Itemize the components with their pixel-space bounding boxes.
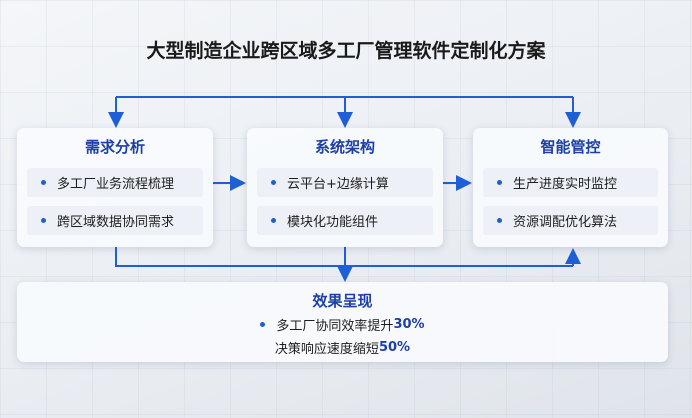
list-item: 生产进度实时监控 (483, 168, 658, 197)
result-text: 决策响应速度缩短 (274, 342, 379, 357)
bullet-icon (41, 180, 46, 185)
module-system-architecture: 系统架构 云平台+边缘计算 模块化功能组件 (247, 128, 443, 247)
item-label: 云平台+边缘计算 (287, 177, 389, 192)
module-title: 智能管控 (540, 138, 601, 156)
list-item: 资源调配优化算法 (483, 206, 658, 235)
bullet-icon (41, 218, 46, 223)
result-title: 效果呈现 (312, 292, 373, 310)
result-value: 50% (378, 340, 411, 355)
item-label: 跨区域数据协同需求 (57, 215, 175, 230)
result-text: 多工厂协同效率提升 (276, 319, 394, 334)
list-item: 多工厂业务流程梳理 (27, 168, 203, 197)
bullet-icon (497, 218, 502, 223)
list-item: 云平台+边缘计算 (257, 168, 433, 197)
module-title: 系统架构 (314, 138, 375, 156)
list-item: 模块化功能组件 (257, 206, 433, 235)
bottom-connector (115, 247, 573, 267)
module-smart-control: 智能管控 生产进度实时监控 资源调配优化算法 (473, 128, 668, 247)
bullet-icon (271, 180, 276, 185)
bullet-icon (260, 322, 266, 327)
item-label: 生产进度实时监控 (513, 177, 618, 192)
result-value: 30% (393, 317, 425, 332)
bullet-icon (271, 218, 276, 223)
module-title: 需求分析 (84, 138, 145, 156)
item-label: 资源调配优化算法 (513, 215, 618, 230)
list-item: 跨区域数据协同需求 (27, 206, 203, 235)
module-demand-analysis: 需求分析 多工厂业务流程梳理 跨区域数据协同需求 (17, 128, 213, 247)
bullet-icon (497, 180, 502, 185)
page-title: 大型制造企业跨区域多工厂管理软件定制化方案 (146, 40, 546, 62)
item-label: 模块化功能组件 (287, 215, 379, 230)
item-label: 多工厂业务流程梳理 (57, 177, 175, 192)
